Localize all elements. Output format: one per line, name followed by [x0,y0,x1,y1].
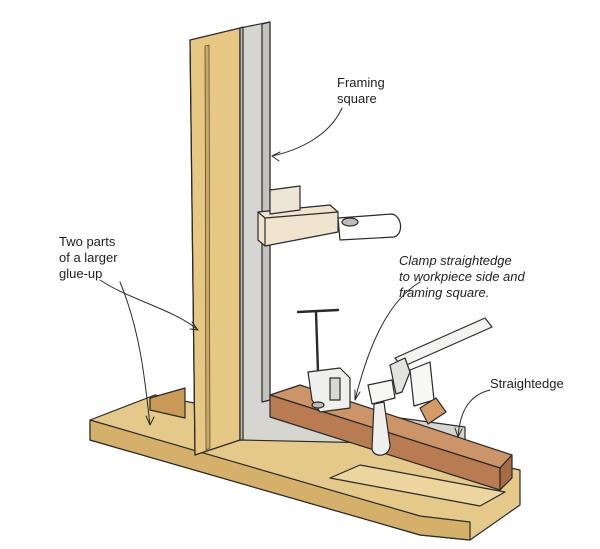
bar-clamp [367,317,493,456]
clamp-instruction-label: Clamp straightedge to workpiece side and… [399,253,525,300]
leader-framing-square [271,107,343,157]
glue-up-board [189,27,241,456]
leader-straightedge [457,389,491,438]
leader-clamp [354,281,421,401]
leader-glue-up-1 [99,279,199,331]
c-clamp [296,308,351,413]
leader-glue-up-2 [119,281,151,426]
glue-up-parts-label: Two parts of a larger glue-up [59,234,118,281]
straightedge-label: Straightedge [490,376,564,391]
leader-lines [99,107,491,438]
framing-square-label: Framing square [337,75,385,106]
stop-block [257,185,402,247]
